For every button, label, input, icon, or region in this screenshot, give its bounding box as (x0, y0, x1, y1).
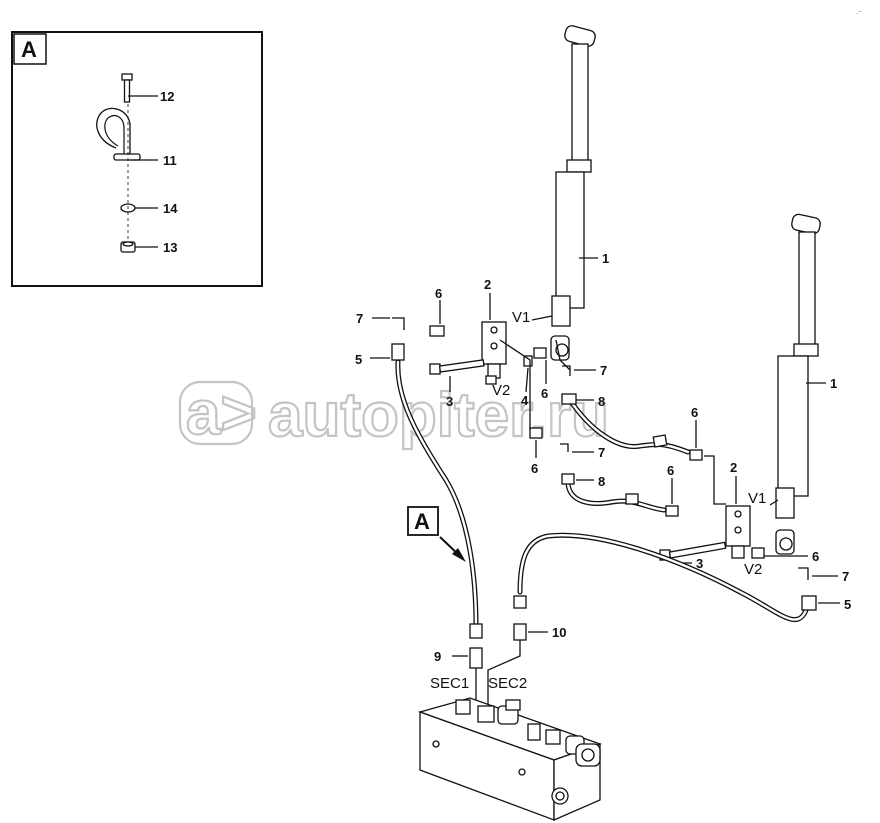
callout-1-upper: 1 (602, 251, 609, 266)
callout-2-lower: 2 (730, 460, 737, 475)
fitting-9 (469, 623, 483, 669)
bolt-3-upper (429, 359, 485, 375)
nut-13 (120, 241, 136, 253)
callout-7-c: 7 (598, 445, 605, 460)
callout-6-a: 6 (435, 286, 442, 301)
detail-inset-a: A 12 11 14 13 (11, 31, 263, 287)
port-v2-upper: V2 (492, 382, 510, 399)
hose-8-lower (561, 473, 667, 513)
callout-13: 13 (163, 240, 177, 255)
callout-6-c: 6 (531, 461, 538, 476)
fittings-6 (429, 325, 765, 559)
bolt-12 (121, 73, 133, 103)
callout-4: 4 (521, 393, 529, 408)
tube-valve-upper (499, 339, 531, 430)
watermark: a> autopiter.ru (178, 378, 610, 451)
callout-5-left: 5 (355, 352, 362, 367)
view-marker-a: A (407, 506, 466, 562)
line-sec2 (487, 640, 521, 710)
fitting-4 (523, 355, 533, 367)
callout-1-lower: 1 (830, 376, 837, 391)
corner-mark: .- (856, 6, 862, 16)
callout-7-d: 7 (842, 569, 849, 584)
callout-8-lower: 8 (598, 474, 605, 489)
section-label-sec2: SEC2 (488, 675, 527, 692)
port-v1-lower: V1 (748, 490, 766, 507)
view-marker-label: A (414, 509, 430, 534)
hydraulic-cylinder-1b (775, 213, 821, 555)
callout-12: 12 (160, 89, 174, 104)
callout-6-e: 6 (667, 463, 674, 478)
inset-label: A (21, 37, 37, 62)
callout-7-a: 7 (356, 311, 363, 326)
hose-5-left (391, 343, 479, 629)
watermark-text: autopiter.ru (268, 381, 609, 450)
watermark-symbol: a> (186, 379, 257, 448)
callout-7-b: 7 (600, 363, 607, 378)
callout-11: 11 (163, 153, 177, 168)
port-v1-upper: V1 (512, 309, 530, 326)
hose-8-upper (561, 393, 691, 455)
callout-5-right: 5 (844, 597, 851, 612)
callout-2-upper: 2 (484, 277, 491, 292)
hose-5-right (517, 532, 817, 623)
callout-10: 10 (552, 625, 566, 640)
control-valve-manifold (417, 697, 602, 821)
callout-8-upper: 8 (598, 394, 605, 409)
clamp-11 (96, 107, 141, 161)
tube-cyl-upper (555, 339, 571, 371)
callout-14: 14 (163, 201, 178, 216)
callout-6-b: 6 (541, 386, 548, 401)
fitting-10 (513, 595, 527, 641)
hydraulic-cylinder-1a (550, 25, 596, 361)
callout-3-upper: 3 (446, 394, 453, 409)
callout-6-d: 6 (691, 405, 698, 420)
valve-block-2-upper (481, 321, 507, 385)
callout-3-lower: 3 (696, 556, 703, 571)
port-v2-lower: V2 (744, 561, 762, 578)
callout-9: 9 (434, 649, 441, 664)
elbows-7 (392, 317, 809, 580)
tube-valve-lower (704, 455, 726, 505)
valve-block-2-lower (725, 505, 751, 559)
callout-6-f: 6 (812, 549, 819, 564)
section-label-sec1: SEC1 (430, 675, 469, 692)
